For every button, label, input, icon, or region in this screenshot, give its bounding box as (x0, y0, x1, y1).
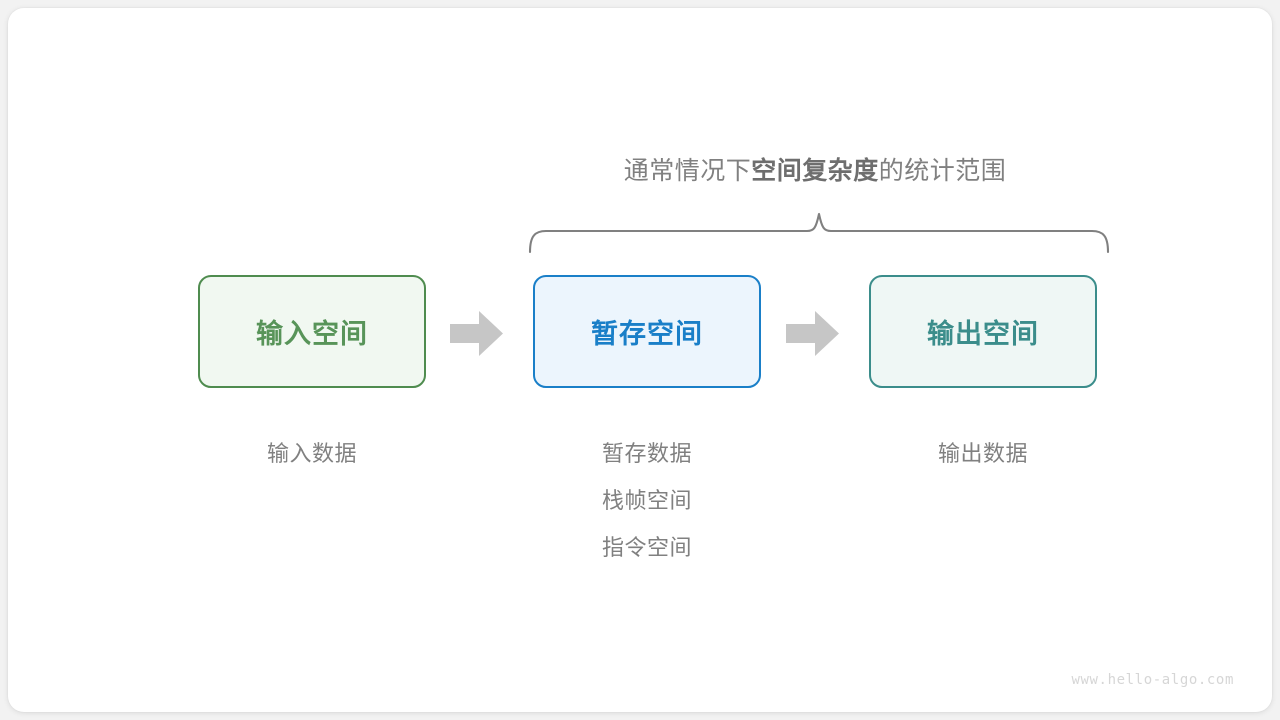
box-input-space-label: 输入空间 (256, 319, 368, 349)
brace-caption: 通常情况下空间复杂度的统计范围 (532, 151, 1098, 187)
box-output-space-label: 输出空间 (927, 319, 1039, 349)
brace-caption-prefix: 通常情况下 (623, 157, 752, 185)
caption-line: 输出数据 (937, 441, 1028, 466)
arrow-right-icon (450, 311, 503, 356)
caption-line: 输入数据 (266, 441, 357, 466)
brace-caption-suffix: 的统计范围 (878, 157, 1007, 185)
caption-line: 指令空间 (601, 535, 692, 560)
diagram-card: 通常情况下空间复杂度的统计范围 输入空间 暂存空间 输出空间 输入数据 暂存数据 (8, 8, 1272, 712)
caption-line: 暂存数据 (601, 441, 692, 466)
caption-input-space: 输入数据 (198, 430, 426, 477)
watermark: www.hello-algo.com (1071, 672, 1234, 688)
curly-brace-icon (528, 212, 1110, 254)
box-output-space[interactable]: 输出空间 (869, 275, 1097, 388)
caption-line: 栈帧空间 (601, 488, 692, 513)
caption-temp-space: 暂存数据 栈帧空间 指令空间 (533, 430, 761, 571)
brace-caption-emphasis: 空间复杂度 (751, 157, 879, 185)
arrow-right-icon (786, 311, 839, 356)
box-temp-space-label: 暂存空间 (591, 319, 703, 349)
caption-output-space: 输出数据 (869, 430, 1097, 477)
box-input-space[interactable]: 输入空间 (198, 275, 426, 388)
box-temp-space[interactable]: 暂存空间 (533, 275, 761, 388)
